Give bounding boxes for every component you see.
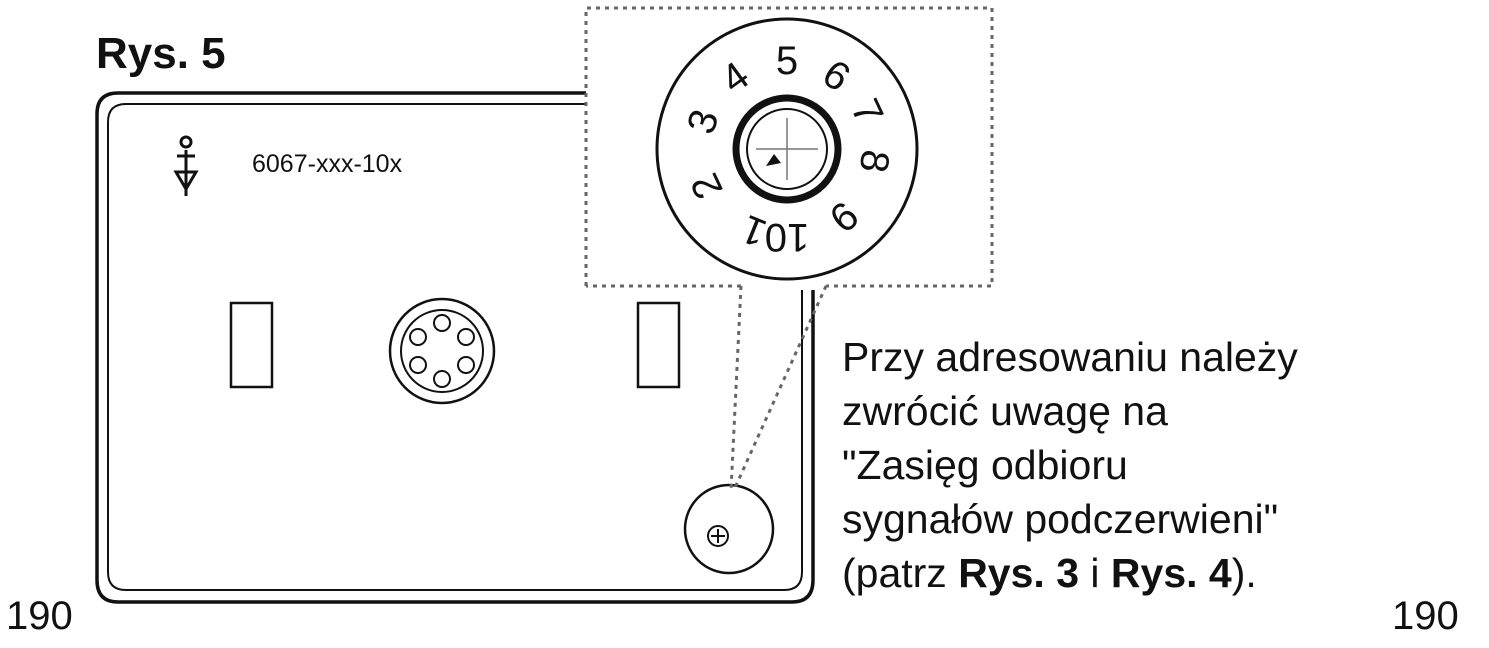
dial-digit-5: 5	[776, 39, 798, 83]
leader-line-right	[732, 285, 828, 491]
note-suffix: ).	[1231, 550, 1257, 596]
note-conjunction: i	[1079, 550, 1111, 596]
page-number-left: 190	[6, 594, 73, 638]
figure-ref-4: Rys. 4	[1110, 550, 1232, 596]
ir-receiver-lens	[388, 297, 496, 405]
ir-receiver-symbol-icon	[173, 135, 199, 196]
device-housing-outer	[95, 91, 815, 604]
page-number-right: 190	[1392, 594, 1459, 638]
note-line-3: "Zasięg odbioru	[842, 442, 1128, 488]
right-terminal-slot	[636, 301, 681, 389]
dial-pointer-icon	[766, 154, 781, 166]
leader-line-left	[729, 285, 743, 491]
figure-title: Rys. 5	[96, 29, 226, 78]
magnified-inset-frame	[584, 6, 994, 288]
addressing-note: Przy adresowaniu należy zwrócić uwagę na…	[842, 330, 1298, 600]
note-line-1: Przy adresowaniu należy	[842, 334, 1298, 380]
note-line-2: zwrócić uwagę na	[842, 388, 1168, 434]
left-terminal-slot	[229, 301, 274, 389]
figure-ref-3: Rys. 3	[958, 550, 1080, 596]
note-line-4: sygnałów podczerwieni"	[842, 496, 1279, 542]
note-line-5: (patrz Rys. 3 i Rys. 4).	[842, 546, 1298, 600]
dial-digit-10: 10	[765, 215, 810, 259]
model-label: 6067-xxx-10x	[252, 150, 403, 178]
note-prefix: (patrz	[842, 550, 959, 596]
address-rotary-switch	[683, 483, 775, 575]
device-housing-inner	[107, 103, 803, 591]
